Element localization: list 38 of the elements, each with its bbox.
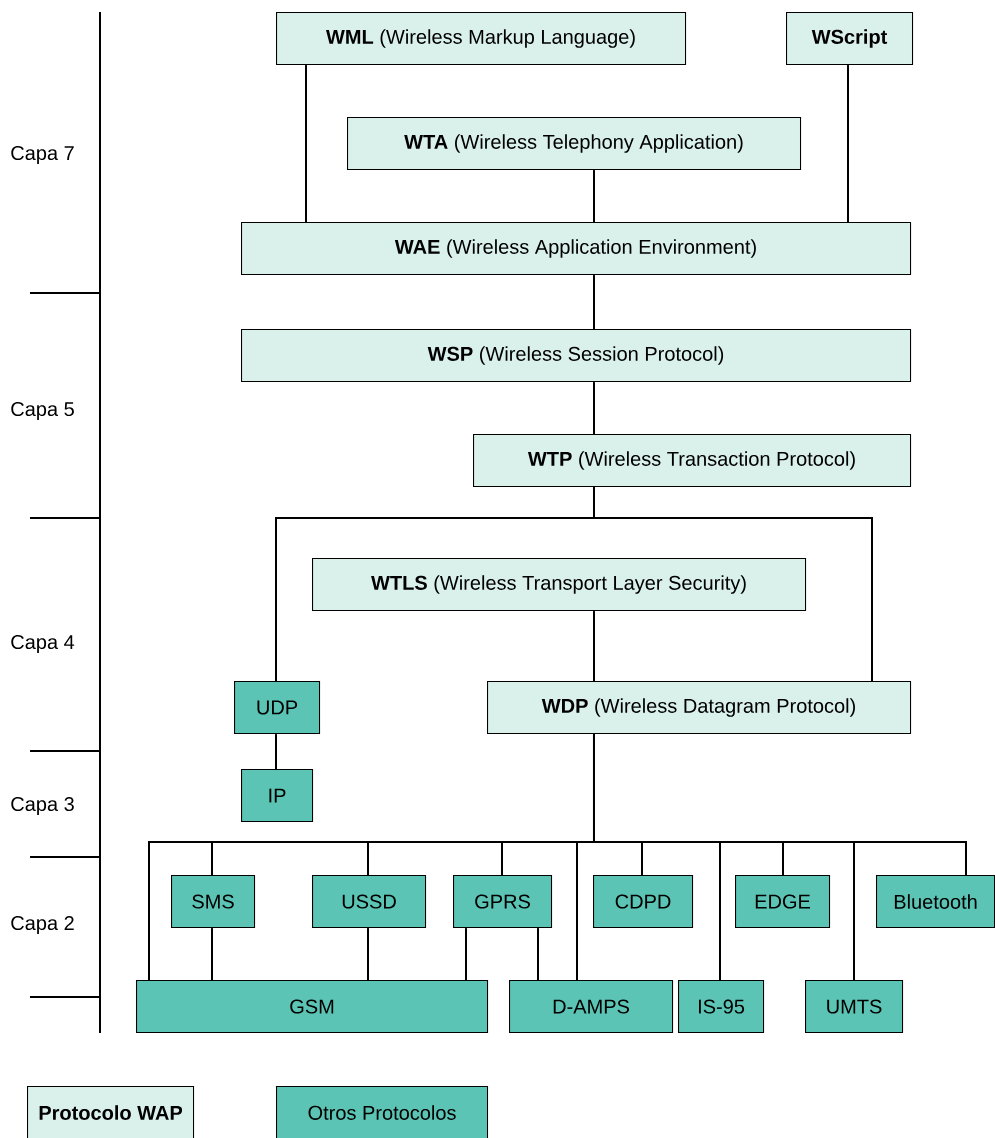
protocol-box: UMTS <box>805 980 904 1034</box>
protocol-box: UDP <box>234 681 321 735</box>
connector-line <box>275 733 277 770</box>
protocol-box: IS-95 <box>678 980 765 1034</box>
protocol-box: WML (Wireless Markup Language) <box>276 12 687 66</box>
protocol-box: WTLS (Wireless Transport Layer Security) <box>312 558 807 612</box>
layer-label: Capa 5 <box>11 401 74 421</box>
connector-line <box>593 733 967 876</box>
connector-line <box>847 64 849 223</box>
protocol-box: Bluetooth <box>876 875 995 929</box>
connector-line <box>593 274 595 330</box>
connector-line <box>367 927 369 981</box>
connector-line <box>305 64 307 223</box>
connector-line <box>537 927 539 981</box>
protocol-box: EDGE <box>735 875 831 929</box>
protocol-box: WDP (Wireless Datagram Protocol) <box>487 681 912 735</box>
protocol-box: CDPD <box>593 875 694 929</box>
layer-label: Capa 7 <box>11 145 74 165</box>
layer-label: Capa 4 <box>11 634 75 654</box>
protocol-box: GPRS <box>453 875 553 929</box>
protocol-box: USSD <box>312 875 427 929</box>
connector-line <box>211 927 213 981</box>
connector-line <box>593 486 873 682</box>
protocol-box: WAE (Wireless Application Environment) <box>241 222 912 276</box>
protocol-box: WTA (Wireless Telephony Application) <box>347 117 802 171</box>
connector-line <box>593 610 595 682</box>
connector-line <box>593 169 595 223</box>
protocol-box: WScript <box>786 12 914 66</box>
protocol-box: WSP (Wireless Session Protocol) <box>241 329 912 383</box>
protocol-box: WTP (Wireless Transaction Protocol) <box>473 434 912 488</box>
protocol-box: D-AMPS <box>509 980 674 1034</box>
layer-label: Capa 3 <box>11 796 74 816</box>
protocol-box: GSM <box>136 980 489 1034</box>
protocol-box: SMS <box>171 875 256 929</box>
layer-label: Capa 2 <box>11 915 74 935</box>
connector-line <box>465 927 467 981</box>
protocol-box: IP <box>241 769 314 823</box>
connector-line <box>593 381 595 435</box>
